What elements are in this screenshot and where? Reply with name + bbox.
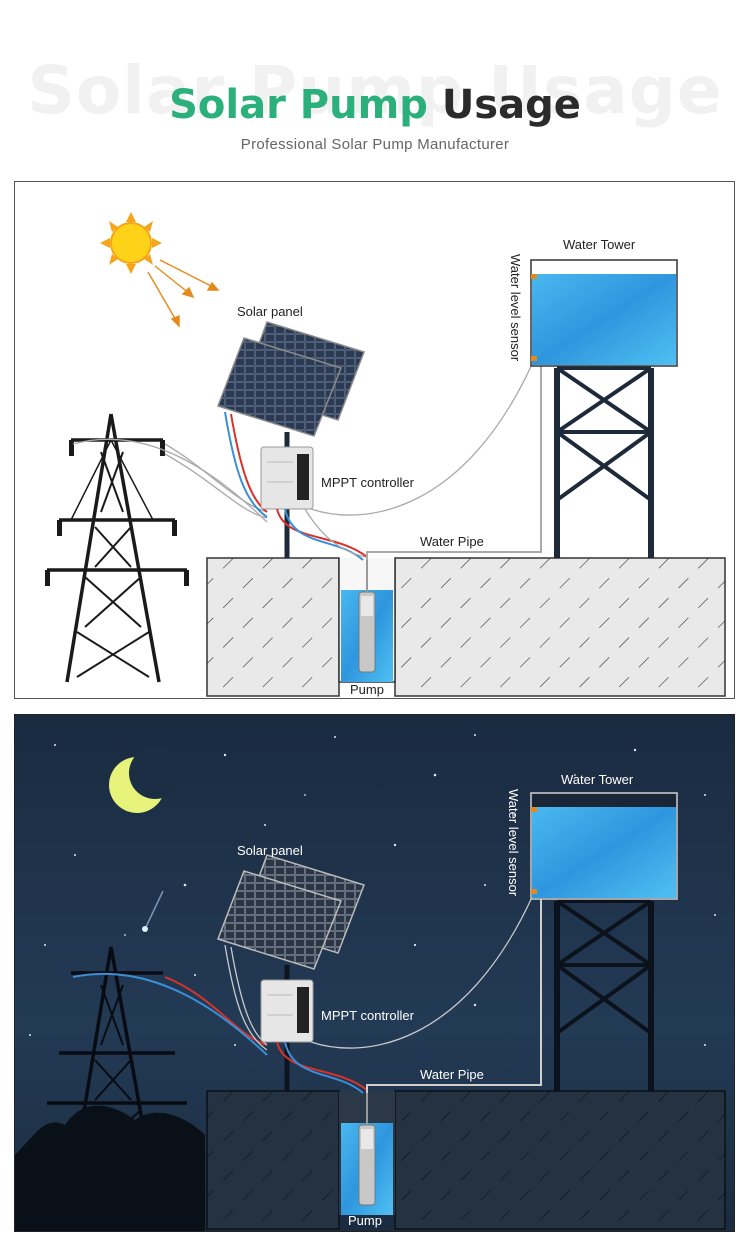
title-watermark: Solar Pump Usage	[27, 52, 723, 129]
label-solar-panel: Solar panel	[237, 843, 303, 858]
label-water-pipe: Water Pipe	[420, 1067, 484, 1082]
solar-panel	[217, 321, 365, 437]
label-water-tower: Water Tower	[563, 237, 636, 252]
mppt-controller	[260, 446, 314, 510]
controller-wires	[276, 361, 534, 561]
water-pipe	[366, 893, 542, 1093]
stars	[29, 734, 716, 1046]
title-part-dark: Usage	[441, 82, 581, 128]
mppt-controller	[260, 979, 314, 1043]
sun-icon	[100, 212, 162, 274]
label-water-level-sensor: Water level sensor	[508, 254, 523, 362]
night-scene-panel: Solar panel MPPT controller Water Tower …	[14, 714, 735, 1232]
solar-panel	[217, 854, 365, 970]
controller-wires	[276, 894, 534, 1094]
ground	[206, 1090, 726, 1230]
ground	[206, 557, 726, 697]
comet	[142, 890, 164, 932]
moon-icon	[109, 747, 181, 813]
label-water-pipe: Water Pipe	[420, 534, 484, 549]
insulators	[45, 440, 189, 586]
label-mppt-controller: MPPT controller	[321, 1008, 415, 1023]
water-level-sensor-marks	[531, 274, 537, 361]
label-solar-panel: Solar panel	[237, 304, 303, 319]
tree-silhouette	[15, 1105, 205, 1231]
sun-ray-arrows	[147, 259, 220, 328]
page-subtitle: Professional Solar Pump Manufacturer	[240, 136, 510, 153]
label-pump: Pump	[350, 682, 384, 697]
water-level-sensor-marks	[531, 807, 537, 894]
label-pump: Pump	[348, 1213, 382, 1228]
day-scene-panel: Solar panel MPPT controller Water Tower …	[14, 181, 735, 699]
label-water-level-sensor: Water level sensor	[506, 789, 521, 897]
day-scene-diagram: Solar panel MPPT controller Water Tower …	[45, 212, 726, 697]
page-title: Solar Pump Usage	[0, 82, 750, 128]
water-pipe	[366, 360, 542, 560]
water-tower	[530, 259, 678, 558]
night-scene-diagram: Solar panel MPPT controller Water Tower …	[15, 715, 734, 1231]
title-part-green: Solar Pump	[169, 82, 428, 128]
water-tower	[530, 792, 678, 1091]
label-water-tower: Water Tower	[561, 772, 634, 787]
pump	[358, 1085, 376, 1206]
label-mppt-controller: MPPT controller	[321, 475, 415, 490]
